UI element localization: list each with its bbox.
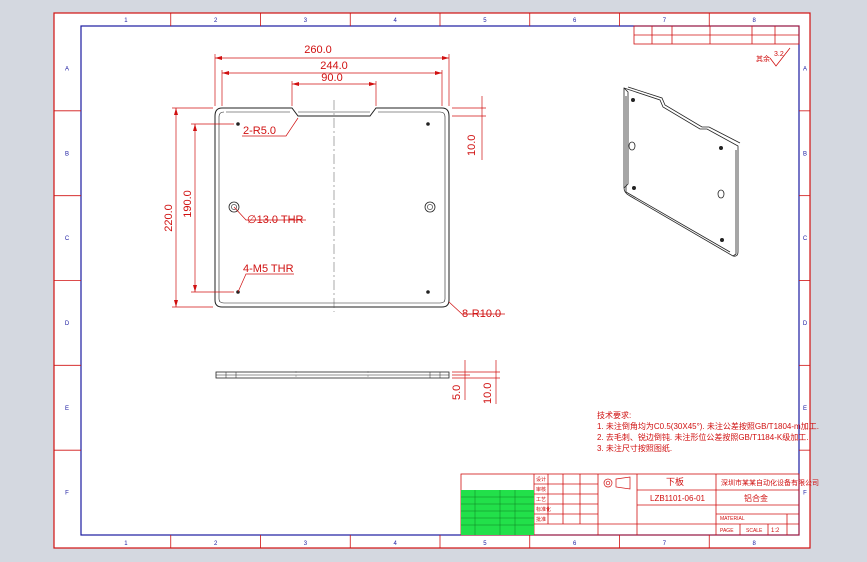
company-name: 深圳市某某自动化设备有限公司 (721, 478, 819, 487)
page-label: PAGE (720, 528, 734, 534)
zone-col-label-top: 4 (393, 18, 397, 24)
dim-corner-large: 8-R10.0 (462, 308, 501, 320)
approve-label: 批准 (536, 516, 546, 523)
zone-col-label-bottom: 6 (573, 541, 577, 547)
zone-row-label-left: F (65, 491, 69, 497)
standard-label: 标准化 (536, 506, 551, 513)
hole-thread-tr (426, 122, 430, 126)
note-line-2: 2. 去毛刺、锐边倒钝. 未注形位公差按照GB/T1184-K级加工. (597, 432, 808, 442)
front-view (214, 100, 450, 312)
zone-col-label-bottom: 5 (483, 541, 487, 547)
dimension-arrows (174, 56, 449, 307)
process-label: 工艺 (536, 497, 546, 503)
zone-col-label-bottom: 3 (304, 541, 308, 547)
dim-thickness-a: 5.0 (451, 385, 463, 400)
note-line-1: 1. 未注倒角均为C0.5(30X45°). 未注公差按照GB/T1804-m加… (597, 421, 819, 431)
zone-col-label-top: 3 (304, 18, 308, 24)
zone-col-label-top: 1 (124, 18, 128, 24)
dimension-lines (172, 54, 505, 315)
scale-value: 1:2 (771, 528, 780, 534)
designer-label: 设计 (536, 476, 546, 483)
scale-label: SCALE (746, 528, 763, 534)
zone-col-label-top: 8 (752, 18, 756, 24)
checker-label: 审核 (536, 486, 546, 493)
zone-row-label-left: C (65, 236, 70, 242)
roughness-value: 3.2 (774, 51, 784, 58)
dim-hole-large: ∅13.0 THR (247, 214, 304, 226)
material: 铝合金 (744, 493, 768, 503)
dim-notch-depth: 10.0 (466, 135, 478, 156)
part-name: 下板 (666, 476, 684, 487)
zone-col-label-bottom: 2 (214, 541, 218, 547)
zone-col-label-top: 7 (663, 18, 667, 24)
notes-title: 技术要求: (597, 410, 631, 420)
zone-col-label-bottom: 4 (393, 541, 397, 547)
revision-table (461, 490, 534, 535)
zone-row-label-right: D (803, 321, 808, 327)
zone-col-label-top: 5 (483, 18, 487, 24)
hole-thread-br (426, 290, 430, 294)
hole-large-right (424, 201, 436, 213)
zone-row-label-left: B (65, 151, 69, 157)
plate-outline (214, 107, 450, 308)
paper (54, 13, 810, 548)
dim-corner-small: 2-R5.0 (243, 125, 276, 137)
isometric-view (623, 86, 741, 257)
top-title-strip (633, 25, 800, 45)
zone-row-label-right: C (803, 236, 808, 242)
technical-notes: 技术要求: 1. 未注倒角均为C0.5(30X45°). 未注公差按照GB/T1… (597, 410, 819, 453)
title-texts: 下板 深圳市某某自动化设备有限公司 LZB1101-06-01 铝合金 SCAL… (536, 476, 819, 534)
zone-row-label-left: D (65, 321, 70, 327)
hole-large-left (228, 201, 240, 213)
note-line-3: 3. 未注尺寸按照图纸. (597, 443, 672, 453)
plate-inner-edge (218, 111, 446, 304)
zone-row-label-right: A (803, 66, 807, 72)
dim-notch-width: 90.0 (321, 72, 342, 84)
zone-row-label-right: F (803, 491, 807, 497)
roughness-label: 其余 (756, 54, 770, 63)
roughness-symbol: 其余 3.2 (756, 47, 791, 67)
zone-col-label-bottom: 8 (752, 541, 756, 547)
drawing-number: LZB1101-06-01 (650, 494, 706, 503)
zone-ticks (54, 13, 810, 548)
zone-col-label-bottom: 7 (663, 541, 667, 547)
side-dimensions (452, 360, 500, 404)
material-label: MATERIAL (720, 516, 745, 522)
dim-thickness-b: 10.0 (482, 383, 494, 404)
zone-row-label-right: E (803, 406, 807, 412)
zone-row-label-right: B (803, 151, 807, 157)
side-view (215, 371, 450, 379)
zone-col-label-bottom: 1 (124, 541, 128, 547)
dim-overall-height: 220.0 (163, 204, 175, 232)
dim-inner-width: 244.0 (320, 60, 348, 72)
hole-thread-tl (236, 122, 240, 126)
zone-col-label-top: 2 (214, 18, 218, 24)
dim-overall-width: 260.0 (304, 44, 332, 56)
zone-col-label-top: 6 (573, 18, 577, 24)
dim-inner-height: 190.0 (182, 190, 194, 218)
dimension-texts: 260.0 244.0 90.0 10.0 220.0 190.0 2-R5.0… (163, 44, 501, 320)
dim-hole-thread: 4-M5 THR (243, 263, 294, 275)
zone-row-label-left: A (65, 66, 69, 72)
projection-symbol (603, 476, 631, 490)
zone-row-label-left: E (65, 406, 69, 412)
